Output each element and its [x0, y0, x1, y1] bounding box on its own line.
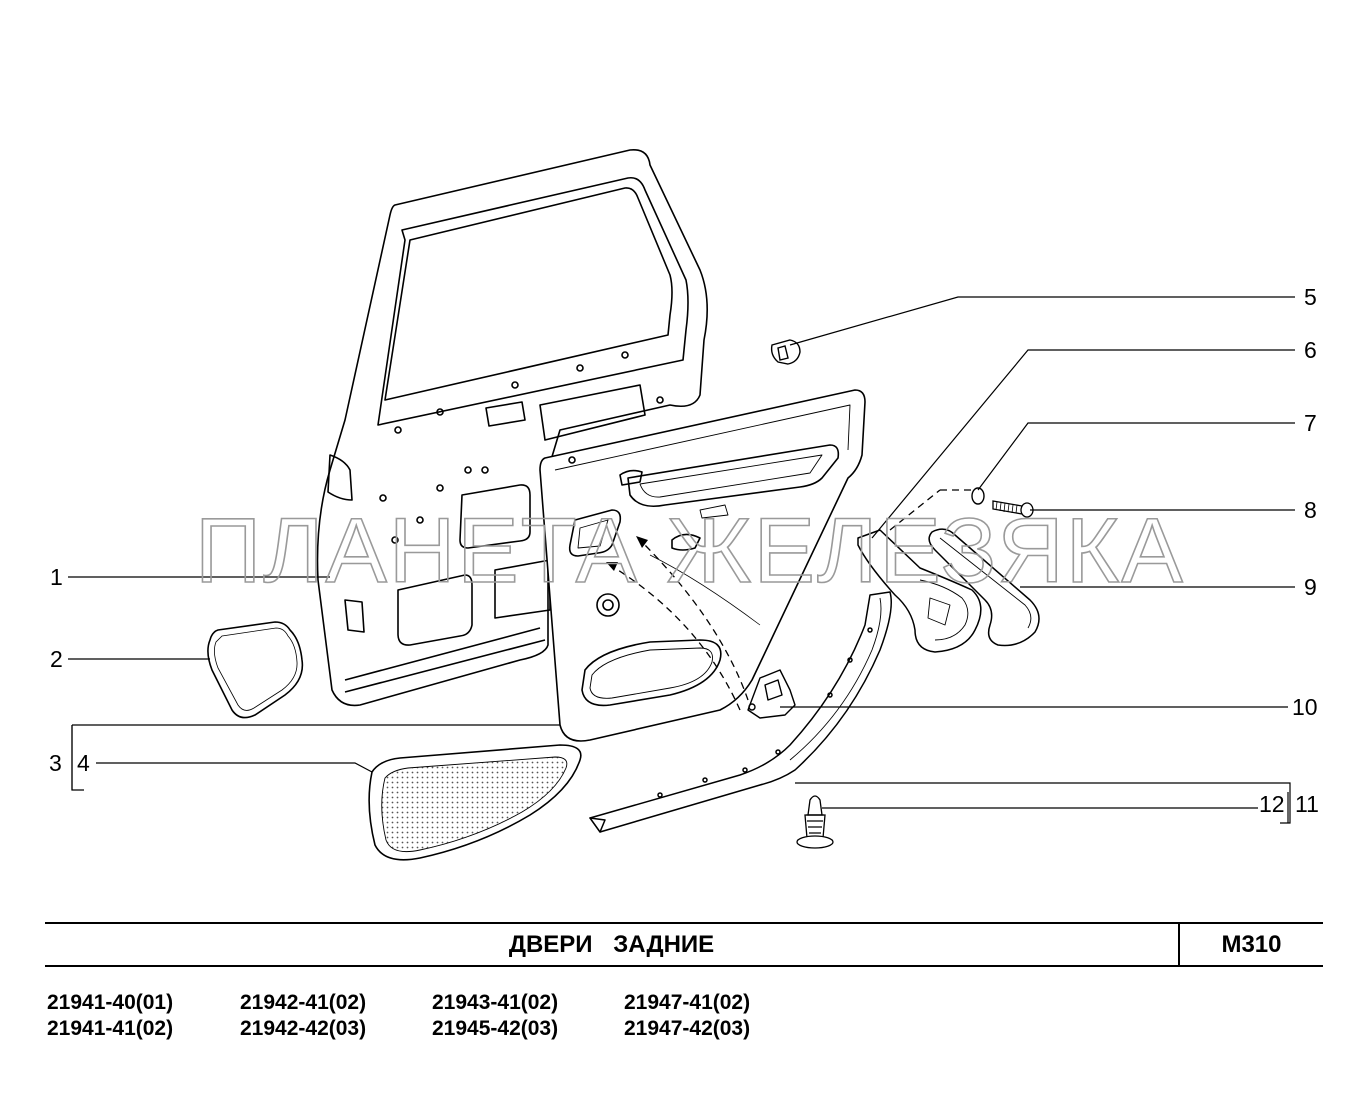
mounting-bracket [747, 669, 796, 719]
speaker-grille [368, 744, 582, 861]
screw [992, 500, 1034, 518]
door-frame [316, 148, 708, 707]
leader-lines [68, 296, 1295, 824]
window-weatherstrip [589, 591, 892, 833]
push-rivet [796, 795, 834, 849]
callout-4: 4 [77, 750, 90, 776]
model-column-1: 21941-40(01) 21941-41(02) [47, 990, 173, 1042]
model-column-4: 21947-41(02) 21947-42(03) [624, 990, 750, 1042]
callout-10: 10 [1292, 694, 1318, 720]
assembly-arrows [609, 489, 975, 711]
model-code: 21947-42(03) [624, 1017, 751, 1040]
page-title: ДВЕРИ ЗАДНИЕ [508, 930, 715, 958]
callout-3: 3 [49, 750, 62, 776]
model-code: 21947-41(02) [624, 991, 751, 1014]
pull-handle-cover [928, 528, 1040, 647]
parts-diagram: ПЛАНЕТА ЖЕЛЕЗЯКА 1 2 3 4 5 6 7 8 9 10 12… [49, 148, 1319, 861]
model-code: 21941-41(02) [47, 1017, 174, 1040]
model-code: 21942-41(02) [240, 991, 367, 1014]
callout-9: 9 [1304, 574, 1317, 600]
watermark: ПЛАНЕТА ЖЕЛЕЗЯКА [195, 500, 1185, 602]
callout-7: 7 [1304, 410, 1317, 436]
title-block: ДВЕРИ ЗАДНИЕ М310 [45, 922, 1323, 967]
callout-8: 8 [1304, 497, 1317, 523]
door-trim-panel [539, 389, 866, 742]
diagram-code: М310 [1221, 930, 1282, 958]
model-code: 21943-41(02) [432, 991, 559, 1014]
model-code: 21941-40(01) [47, 991, 174, 1014]
callout-5: 5 [1304, 284, 1317, 310]
model-column-3: 21943-41(02) 21945-42(03) [432, 990, 558, 1042]
model-column-2: 21942-41(02) 21942-42(03) [240, 990, 366, 1042]
callout-1: 1 [50, 564, 63, 590]
model-code: 21945-42(03) [432, 1017, 559, 1040]
model-code: 21942-42(03) [240, 1017, 367, 1040]
callout-6: 6 [1304, 337, 1317, 363]
callout-2: 2 [50, 646, 63, 672]
title-divider [1178, 924, 1180, 965]
callout-11: 11 [1295, 791, 1319, 817]
pull-handle-bracket [857, 529, 982, 653]
callout-12: 12 [1259, 791, 1285, 817]
arrow-heads [606, 536, 648, 571]
washer [971, 487, 985, 505]
